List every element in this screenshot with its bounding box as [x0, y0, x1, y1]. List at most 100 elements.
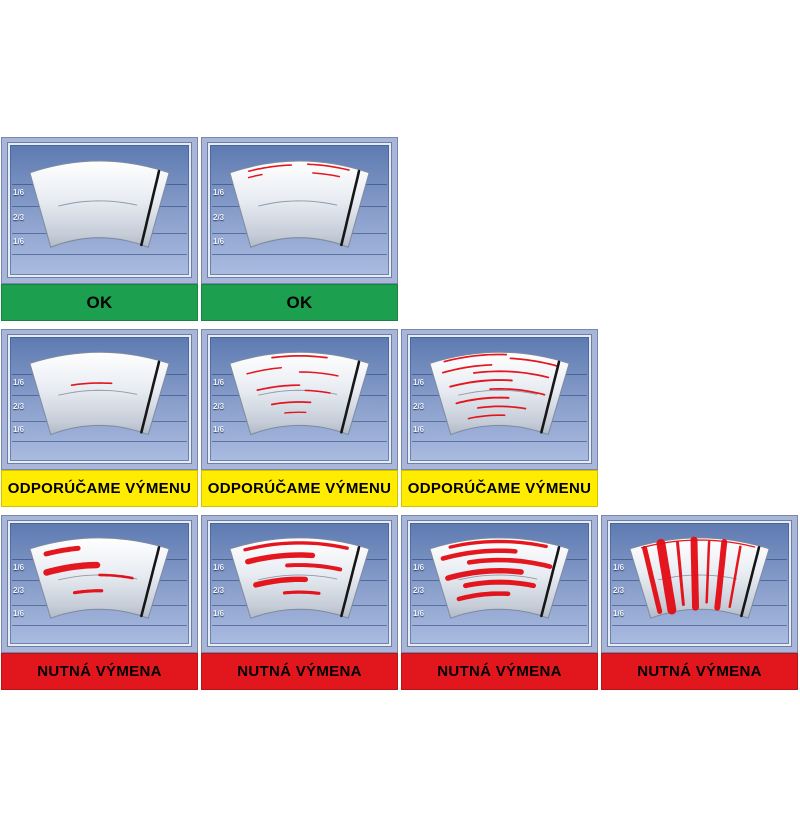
- wiper-blade-icon: [140, 169, 161, 247]
- gauge-label: 1/6: [13, 236, 25, 246]
- wiper-blade-icon: [540, 546, 561, 618]
- wear-streak: [282, 590, 321, 595]
- wear-streak: [728, 545, 742, 609]
- gauge-label: 2/3: [413, 586, 425, 596]
- wear-streak: [705, 540, 711, 604]
- gauge-line: [212, 624, 387, 626]
- gauge-label: 2/3: [413, 401, 425, 411]
- gauge-label: 2/3: [13, 586, 25, 596]
- windshield-glass: [429, 351, 570, 436]
- status-label: OK: [201, 284, 398, 321]
- wear-streak: [304, 389, 331, 394]
- windshield-reflection-line: [258, 200, 338, 207]
- gauge-label: 1/6: [13, 608, 25, 618]
- gauge-label: 1/6: [13, 562, 25, 572]
- gauge-label: 1/6: [213, 377, 225, 387]
- windshield-graphic: [429, 351, 570, 436]
- gauge-label: 1/6: [13, 424, 25, 434]
- windshield-reflection-line: [258, 574, 338, 581]
- wiper-blade-icon: [140, 360, 161, 434]
- wear-streak: [271, 355, 328, 359]
- gauge-line: [12, 624, 187, 626]
- wiper-test-panel: 1/6 2/3 1/6: [408, 335, 591, 463]
- wiper-blade-icon: [340, 546, 361, 618]
- gauge-label: 2/3: [13, 401, 25, 411]
- windshield-graphic: [229, 351, 370, 436]
- windshield-glass: [29, 160, 170, 248]
- gauge-line: [612, 624, 787, 626]
- wiper-blade-icon: [340, 360, 361, 434]
- windshield-glass: [29, 537, 170, 619]
- gauge-label: 1/6: [13, 377, 25, 387]
- gauge-label: 1/6: [213, 562, 225, 572]
- windshield-reflection-line: [58, 389, 138, 396]
- wear-streak: [448, 539, 548, 549]
- windshield-glass: [29, 351, 170, 436]
- status-label: ODPORÚČAME VÝMENU: [201, 470, 398, 507]
- windshield-reflection-line: [58, 200, 138, 207]
- wear-streak: [463, 579, 536, 589]
- wear-streak: [312, 172, 341, 178]
- wear-streak: [676, 541, 685, 607]
- wear-streak: [253, 576, 309, 588]
- wiper-test-panel: 1/6 2/3 1/6: [8, 335, 191, 463]
- wear-streak: [509, 357, 558, 367]
- status-label: ODPORÚČAME VÝMENU: [1, 470, 198, 507]
- wear-streak: [243, 541, 349, 552]
- wiper-test-panel: 1/6 2/3 1/6: [608, 521, 791, 646]
- wiper-blade-icon: [340, 169, 361, 247]
- gauge-label: 2/3: [613, 586, 625, 596]
- gauge-label: 2/3: [213, 212, 225, 222]
- wear-streak: [72, 589, 104, 595]
- wiper-panel-frame: 1/6 2/3 1/6: [1, 329, 198, 470]
- wiper-panel-frame: 1/6 2/3 1/6: [401, 329, 598, 470]
- gauge-label: 2/3: [213, 586, 225, 596]
- wear-streak: [445, 567, 524, 581]
- wear-streak: [714, 539, 728, 611]
- gauge-label: 1/6: [13, 187, 25, 197]
- windshield-reflection-line: [458, 574, 538, 581]
- gauge-label: 1/6: [213, 236, 225, 246]
- status-label: NUTNÁ VÝMENA: [401, 653, 598, 690]
- gauge-label: 1/6: [213, 608, 225, 618]
- wear-streak: [690, 536, 700, 611]
- gauge-line: [412, 624, 587, 626]
- gauge-label: 1/6: [413, 562, 425, 572]
- wear-streak: [476, 405, 527, 410]
- windshield-graphic: [29, 160, 170, 248]
- wiper-test-panel: 1/6 2/3 1/6: [8, 521, 191, 646]
- wear-streak: [456, 591, 511, 602]
- wear-streak: [489, 387, 546, 396]
- wear-streak: [285, 563, 343, 572]
- wiper-test-panel: 1/6 2/3 1/6: [208, 521, 391, 646]
- gauge-label: 1/6: [613, 608, 625, 618]
- wear-streak: [467, 414, 506, 420]
- gauge-label: 1/6: [413, 424, 425, 434]
- wiper-panel-frame: 1/6 2/3 1/6: [201, 515, 398, 653]
- windshield-reflection-line: [458, 389, 538, 396]
- status-label: NUTNÁ VÝMENA: [1, 653, 198, 690]
- wear-streak: [248, 164, 292, 173]
- wear-streak: [247, 173, 263, 179]
- wiper-blade-icon: [740, 546, 761, 618]
- gauge-label: 1/6: [413, 377, 425, 387]
- gauge-label: 1/6: [613, 562, 625, 572]
- gauge-line: [412, 441, 587, 443]
